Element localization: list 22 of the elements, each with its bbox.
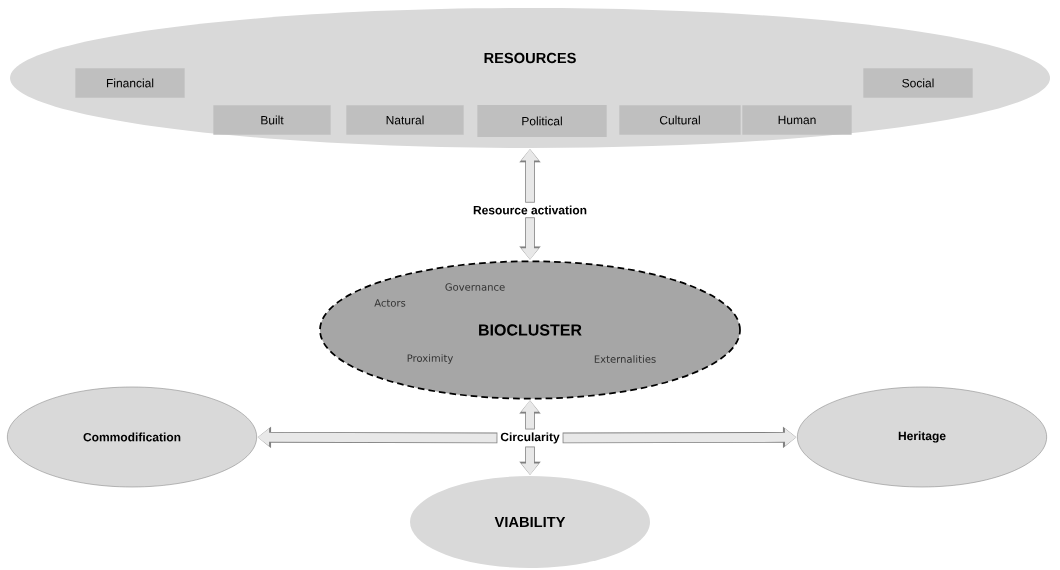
block-arrow xyxy=(519,400,541,430)
block-arrow xyxy=(519,446,541,475)
category-box: Natural xyxy=(346,105,464,135)
category-box: Political xyxy=(477,105,607,137)
factor-label: Governance xyxy=(445,283,505,291)
category-box: Built xyxy=(213,105,331,135)
node-label: Cultural xyxy=(659,115,700,125)
category-box: Financial xyxy=(75,68,185,98)
category-box: Human xyxy=(742,105,852,135)
cluster-title: BIOCLUSTER xyxy=(479,324,582,336)
block-arrow xyxy=(257,426,498,448)
block-arrow xyxy=(562,426,797,448)
factor-label: Externalities xyxy=(594,355,656,363)
factor-label: Actors xyxy=(374,299,406,307)
category-box: Cultural xyxy=(619,105,741,135)
category-box: Social xyxy=(863,68,973,98)
label: Resource activation xyxy=(473,205,587,215)
node-label: Human xyxy=(778,115,816,125)
label: Circularity xyxy=(500,432,560,444)
factor-label: Proximity xyxy=(407,354,454,364)
block-arrow xyxy=(519,149,541,203)
block-arrow xyxy=(519,217,541,260)
